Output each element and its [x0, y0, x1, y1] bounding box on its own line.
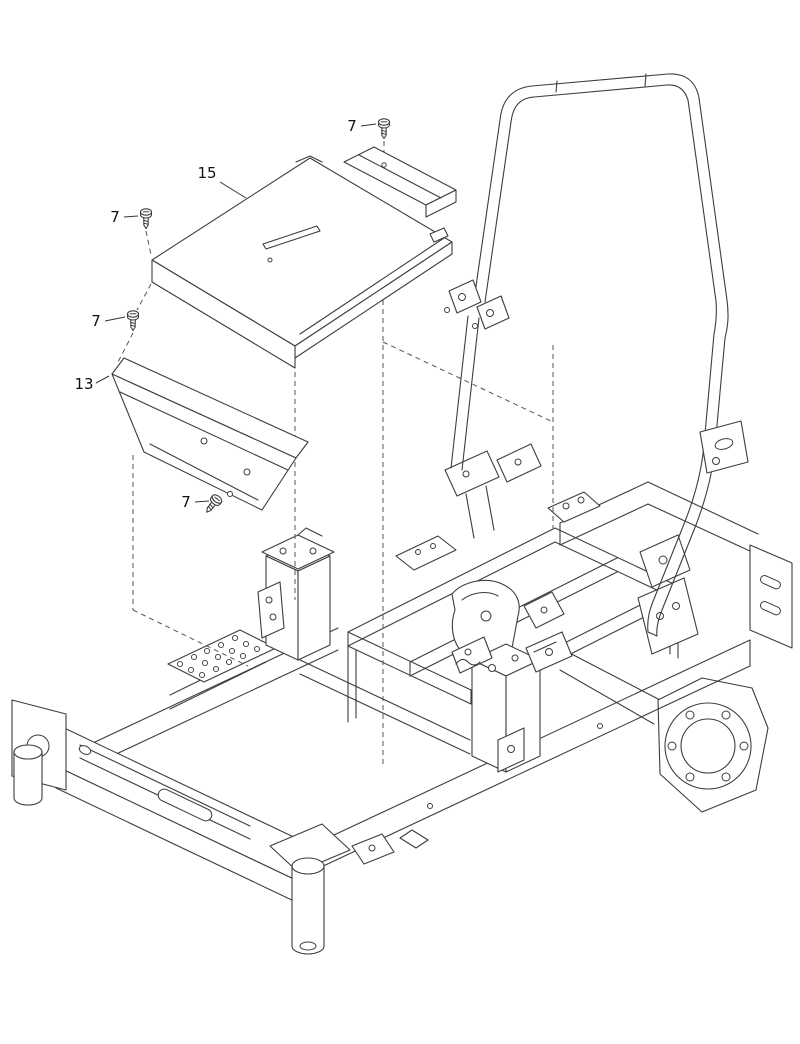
rear-beam — [559, 647, 661, 725]
rear-cross-beam — [647, 481, 759, 553]
screw-7-top — [377, 118, 391, 140]
rear-corner-bracket — [749, 544, 793, 649]
main-frame — [11, 481, 793, 955]
rops-right-hinge — [699, 420, 749, 474]
rops-lower-mounts — [444, 443, 699, 655]
callout-leader-line — [104, 316, 126, 322]
left-seat-tower — [257, 527, 335, 661]
callout-screw-top[interactable]: 7 — [347, 117, 357, 135]
part-15-top-bracket — [343, 146, 457, 218]
callout-leader-line — [219, 181, 247, 199]
part-15-cover-plate — [151, 155, 453, 369]
front-caster-mount — [269, 823, 429, 955]
rops-roll-bar — [444, 73, 749, 655]
hanging-bracket — [451, 579, 565, 661]
callout-part-15[interactable]: 15 — [197, 164, 216, 182]
callout-screw-bottom[interactable]: 7 — [181, 493, 191, 511]
screw-7-bottom — [201, 492, 224, 516]
callout-screw-mid-left[interactable]: 7 — [91, 312, 101, 330]
callout-leader-line — [360, 123, 377, 127]
deck-rear-plate — [547, 491, 601, 523]
rops-left-hinge — [444, 279, 510, 330]
callout-part-13[interactable]: 13 — [74, 375, 93, 393]
rops-tubes — [450, 73, 729, 637]
perforated-foot-plate — [167, 629, 277, 683]
callout-leader-line — [123, 215, 139, 218]
far-side-rail — [94, 481, 649, 765]
callouts: 7 15 7 7 13 7 — [74, 117, 377, 511]
deck-front-plate — [395, 535, 457, 571]
part-13-panel — [111, 357, 309, 511]
ring-mount-plate — [657, 677, 769, 813]
callout-screw-upper-left[interactable]: 7 — [110, 208, 120, 226]
callout-leader-line — [194, 500, 210, 503]
screw-7-mid-left — [126, 310, 140, 332]
center-hinge-tower — [451, 631, 573, 773]
callout-leader-line — [95, 375, 110, 384]
projection-dashed-lines — [117, 141, 554, 768]
screw-7-upper-left — [139, 208, 153, 230]
front-axle-beam — [11, 699, 301, 903]
